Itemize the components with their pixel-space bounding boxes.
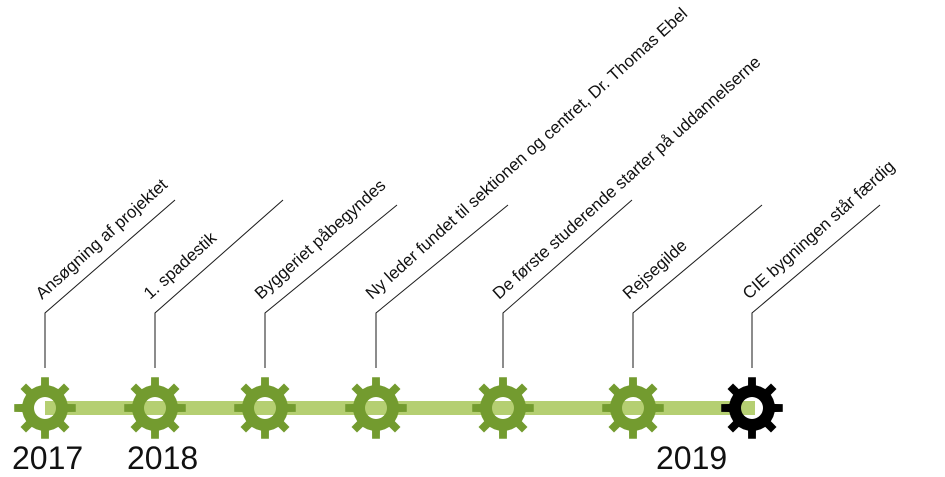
leader-line (751, 204, 881, 368)
gear-icon (234, 377, 296, 439)
gear-icon (124, 377, 186, 439)
leader-line (264, 204, 398, 368)
gear-icon (14, 377, 76, 439)
year-label-2019: 2019 (656, 440, 727, 476)
year-label-2018: 2018 (127, 440, 198, 476)
leader-line (44, 199, 176, 368)
leader-line (632, 204, 763, 368)
leader-line (502, 199, 633, 368)
milestone-label: Rejsegilde (619, 236, 691, 303)
leader-line (154, 199, 284, 368)
leader-line (375, 204, 509, 368)
gear-icon (345, 377, 407, 439)
gear-icon (472, 377, 534, 439)
year-label-2017: 2017 (12, 440, 83, 476)
gear-icon (602, 377, 664, 439)
milestone-label: CIE bygningen står færdig (739, 157, 898, 303)
milestone-label: De første studerende starter på uddannel… (489, 52, 764, 303)
gear-icon-final (721, 377, 783, 439)
